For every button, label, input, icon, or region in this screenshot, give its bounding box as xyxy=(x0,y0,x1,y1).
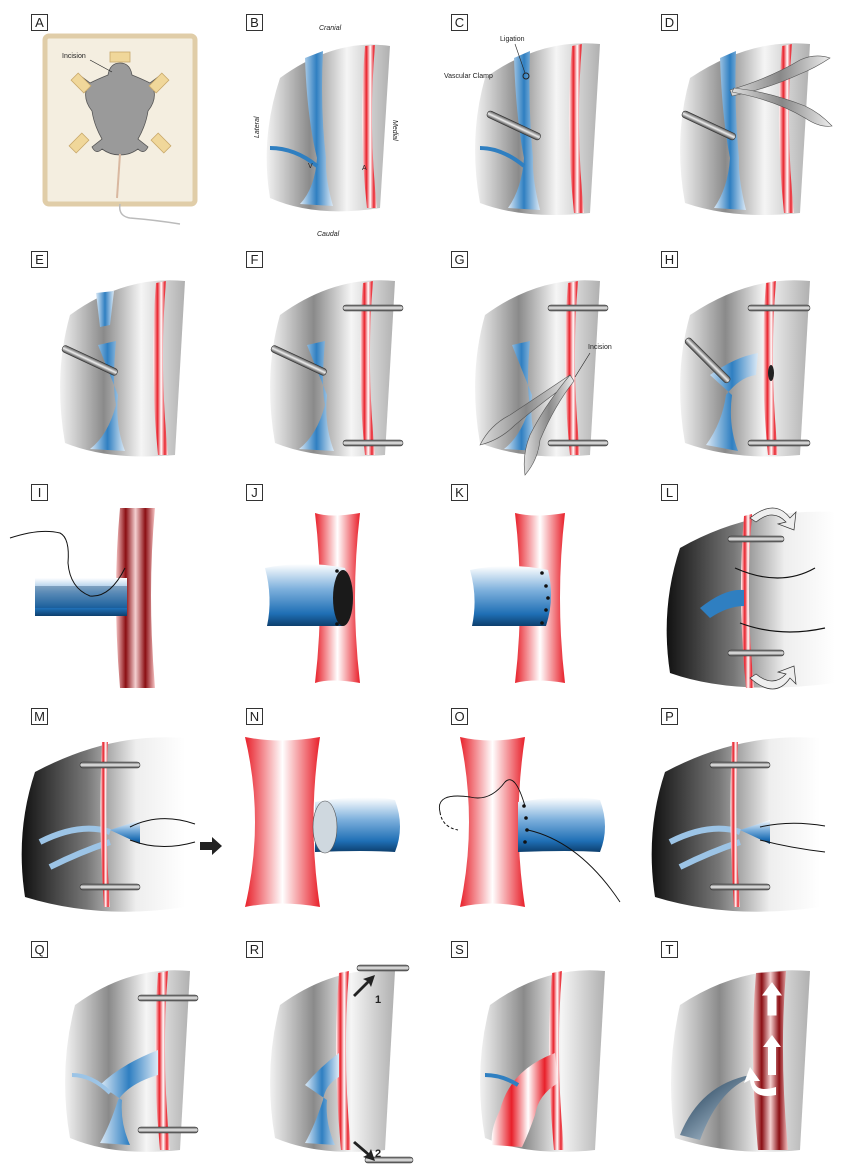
panel-c: C Ligation Vascular Clamp xyxy=(430,8,645,242)
artery-clamp-bottom xyxy=(80,884,140,890)
vein-to-artery-illustration xyxy=(640,245,855,479)
artery-clamp-top xyxy=(710,762,770,768)
step-1-label: 1 xyxy=(375,994,381,1006)
artery-clamp-bottom xyxy=(728,650,784,656)
flip-over-illustration xyxy=(640,478,855,712)
back-wall-complete-illustration xyxy=(640,702,855,936)
artery-clamp-bottom xyxy=(710,884,770,890)
arteriotomy-illustration: Incision xyxy=(430,245,645,479)
panel-s: S xyxy=(430,935,645,1169)
panel-q: Q xyxy=(10,935,225,1169)
panel-h: H xyxy=(640,245,855,479)
artery-clamp-top xyxy=(548,305,608,311)
panel-n: N xyxy=(225,702,440,936)
panel-g: G Incision xyxy=(430,245,645,479)
mouse-surgery-board-illustration: Incision xyxy=(10,8,225,242)
panel-b: B Cranial Caudal Lateral Medial V A xyxy=(225,8,440,242)
end-to-side-suture-illustration xyxy=(10,478,225,712)
panel-m: M xyxy=(10,702,225,936)
panel-t: T xyxy=(640,935,855,1169)
panel-a: A Incision xyxy=(10,8,225,242)
ligation-clamp-illustration: Ligation Vascular Clamp xyxy=(430,8,645,242)
vessel-anatomy-illustration: Cranial Caudal Lateral Medial V A xyxy=(225,8,440,242)
blood-flow-illustration xyxy=(640,935,855,1169)
back-wall-view-illustration xyxy=(225,702,440,936)
incision-label: Incision xyxy=(588,344,612,351)
panel-p: P xyxy=(640,702,855,936)
arteriotomy xyxy=(768,365,774,381)
panel-f: F xyxy=(225,245,440,479)
artery-clamp-top xyxy=(748,305,810,311)
vein-label: V xyxy=(308,163,313,170)
lateral-label: Lateral xyxy=(254,116,261,138)
artery-clamped-illustration xyxy=(225,245,440,479)
back-wall-exposure-illustration xyxy=(10,702,225,936)
artery-clamp-top xyxy=(343,305,403,311)
panel-k: K xyxy=(430,478,645,712)
artery-clamp-bottom xyxy=(748,440,810,446)
panel-j: J xyxy=(225,478,440,712)
arterialized-vein-illustration xyxy=(430,935,645,1169)
artery-clamp-bottom xyxy=(138,1127,198,1133)
artery-segment xyxy=(460,737,525,907)
medial-label: Medial xyxy=(391,120,398,141)
panel-e: E xyxy=(10,245,225,479)
panel-d: D xyxy=(640,8,855,242)
anastomosis-complete-illustration xyxy=(430,478,645,712)
artery-clamp-bottom xyxy=(343,440,403,446)
artery-clamp-top xyxy=(728,536,784,542)
anastomosis-opening xyxy=(313,801,337,853)
vein-segment xyxy=(470,566,551,626)
needle xyxy=(440,812,458,830)
tissue-field xyxy=(60,280,185,456)
pull-arrow xyxy=(200,837,222,855)
artery-clamp-bottom xyxy=(548,440,608,446)
caudal-label: Caudal xyxy=(317,231,340,238)
back-wall-suture-illustration xyxy=(430,702,645,936)
artery-clamp-top xyxy=(138,995,198,1001)
anastomosis-in-situ-illustration xyxy=(10,935,225,1169)
step-2-label: 2 xyxy=(375,1148,381,1160)
ligation-label: Ligation xyxy=(500,36,525,43)
panel-i: I xyxy=(10,478,225,712)
scissors-cut-illustration xyxy=(640,8,855,242)
incision-label: Incision xyxy=(62,53,86,60)
panel-o: O xyxy=(430,702,645,936)
clamp-removal-illustration: 1 2 xyxy=(225,935,440,1169)
artery-label: A xyxy=(362,165,367,172)
cranial-label: Cranial xyxy=(319,25,342,32)
anastomosis-first-sutures-illustration xyxy=(225,478,440,712)
anastomosis-opening xyxy=(333,570,353,626)
artery-clamp-top xyxy=(80,762,140,768)
vein-transected-illustration xyxy=(10,245,225,479)
clamp-label: Vascular Clamp xyxy=(444,73,493,80)
panel-r: R 1 2 xyxy=(225,935,440,1169)
board-cable xyxy=(120,204,180,224)
removed-clamp-1 xyxy=(357,965,409,971)
panel-l: L xyxy=(640,478,855,712)
artery-segment xyxy=(245,737,320,907)
